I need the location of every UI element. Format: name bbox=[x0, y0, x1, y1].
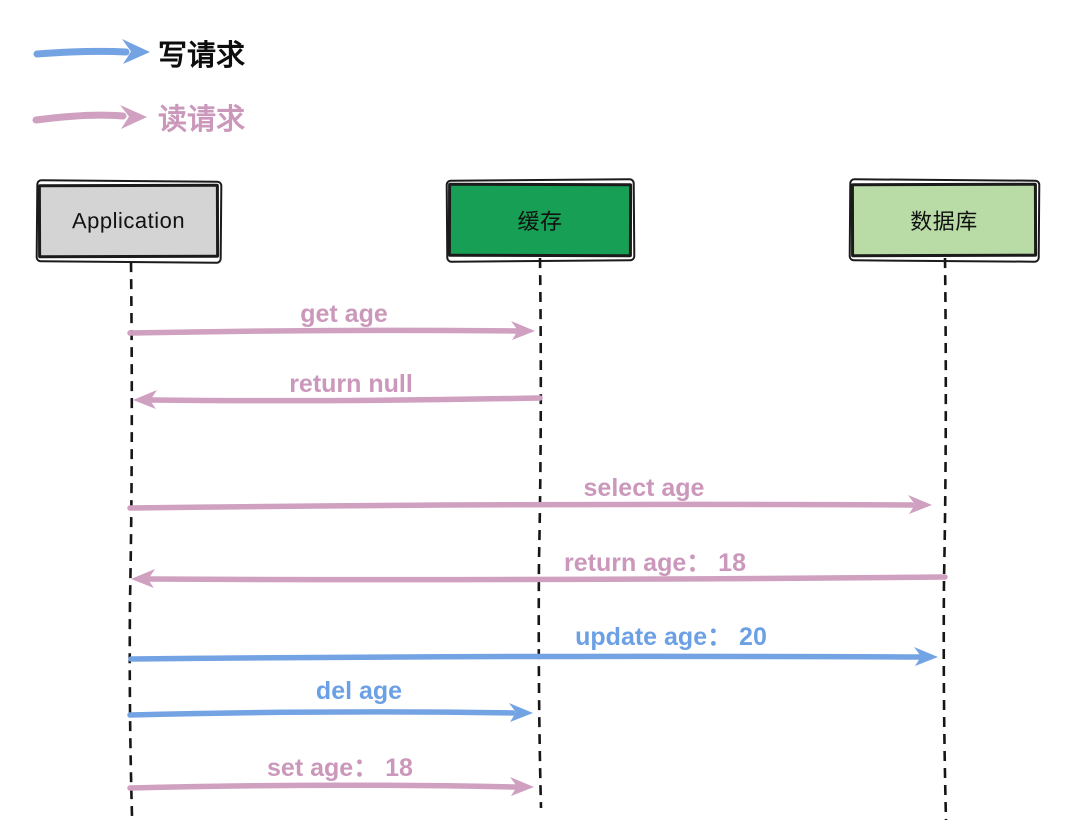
actor-cache: 缓存 bbox=[447, 182, 633, 258]
message-return-null: return null bbox=[133, 370, 543, 409]
actor-application: Application bbox=[37, 183, 220, 259]
legend-read-label: 读请求 bbox=[158, 103, 245, 136]
return-age-arrowhead-icon bbox=[131, 569, 155, 588]
cache-lifeline bbox=[537, 257, 543, 809]
write-arrowhead-icon bbox=[122, 39, 150, 64]
actor-database-label: 数据库 bbox=[910, 208, 978, 235]
update-age-arrow bbox=[128, 653, 922, 662]
database-lifeline bbox=[942, 257, 948, 821]
message-del-age: del age bbox=[127, 677, 533, 722]
return-null-arrow bbox=[149, 395, 543, 404]
message-update-age-20: update age： 20 bbox=[128, 623, 938, 666]
set-age-label: set age： 18 bbox=[267, 754, 413, 782]
select-age-arrowhead-icon bbox=[908, 495, 932, 514]
get-age-label: get age bbox=[300, 300, 388, 328]
message-get-age: get age bbox=[127, 300, 535, 340]
return-null-arrowhead-icon bbox=[133, 390, 157, 409]
application-lifeline bbox=[128, 261, 134, 817]
get-age-arrowhead-icon bbox=[511, 321, 535, 340]
legend-write-request: 写请求 bbox=[33, 39, 245, 72]
return-age-arrow bbox=[146, 574, 948, 583]
del-age-label: del age bbox=[316, 677, 402, 705]
write-arrow-icon bbox=[33, 47, 130, 58]
select-age-arrow bbox=[127, 501, 915, 511]
return-null-label: return null bbox=[289, 370, 413, 398]
read-arrow-icon bbox=[32, 111, 127, 124]
set-age-arrow bbox=[127, 782, 518, 791]
actor-cache-label: 缓存 bbox=[517, 208, 563, 235]
legend-read-request: 读请求 bbox=[32, 103, 245, 136]
del-age-arrowhead-icon bbox=[509, 703, 533, 722]
set-age-arrowhead-icon bbox=[510, 777, 534, 796]
legend-write-label: 写请求 bbox=[158, 39, 245, 72]
actor-database: 数据库 bbox=[850, 182, 1038, 258]
message-select-age: select age bbox=[127, 474, 932, 514]
message-return-age-18: return age： 18 bbox=[131, 549, 948, 588]
get-age-arrow bbox=[127, 327, 520, 336]
read-arrowhead-icon bbox=[120, 105, 147, 129]
update-age-arrowhead-icon bbox=[914, 647, 938, 666]
message-set-age-18: set age： 18 bbox=[127, 754, 534, 796]
return-age-label: return age： 18 bbox=[564, 549, 746, 577]
update-age-label: update age： 20 bbox=[575, 623, 767, 651]
del-age-arrow bbox=[127, 709, 516, 718]
select-age-label: select age bbox=[584, 474, 705, 502]
actor-application-label: Application bbox=[71, 207, 186, 234]
